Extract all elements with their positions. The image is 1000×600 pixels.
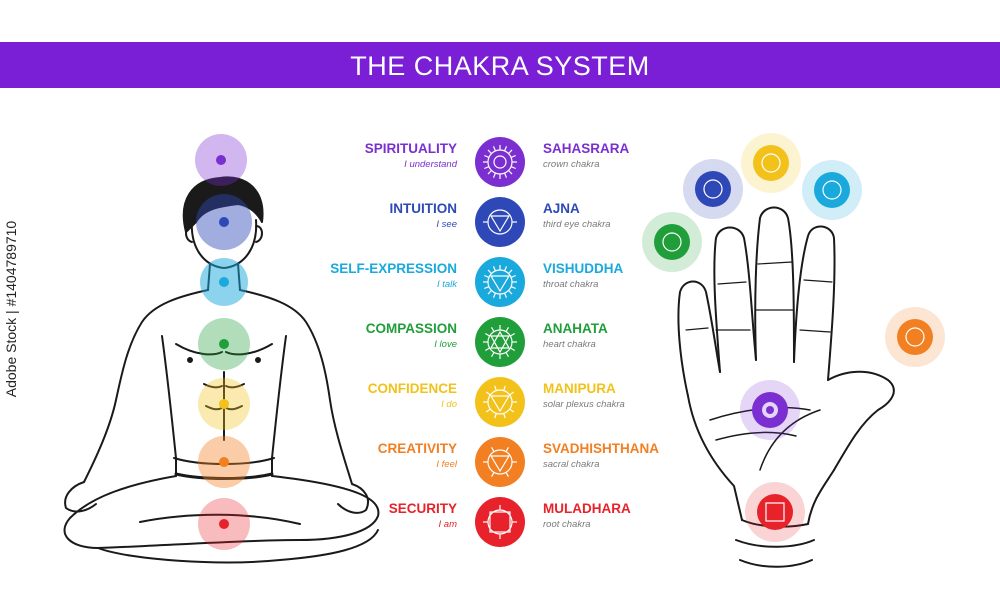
chakra-affirmation: I love [434, 339, 457, 350]
chakra-quality: COMPASSION [365, 321, 457, 336]
chakra-quality: CONFIDENCE [367, 381, 457, 396]
chakra-quality: SECURITY [388, 501, 457, 516]
chakra-quality: CREATIVITY [377, 441, 457, 456]
root-chakra-symbol-icon [474, 496, 526, 548]
chakra-name: ANAHATA [543, 321, 608, 336]
solar-plexus-chakra-symbol-icon [474, 376, 526, 428]
sacral-chakra-symbol-icon [474, 436, 526, 488]
chakra-type: throat chakra [543, 279, 599, 290]
chakra-type: root chakra [543, 519, 591, 530]
heart-chakra-symbol-icon [474, 316, 526, 368]
chakra-affirmation: I talk [436, 279, 457, 290]
chakra-type: third eye chakra [543, 219, 611, 230]
chakra-quality: SPIRITUALITY [364, 141, 457, 156]
chakra-name: VISHUDDHA [543, 261, 624, 276]
throat-chakra-symbol-icon [474, 256, 526, 308]
title-banner: THE CHAKRA SYSTEM [0, 42, 1000, 88]
chakra-affirmation: I feel [436, 459, 457, 470]
chakra-type: heart chakra [543, 339, 596, 350]
chakra-row-manipura: CONFIDENCE I do MANIPURA solar plexus ch… [0, 376, 1000, 436]
chakra-affirmation: I understand [404, 159, 457, 170]
chakra-affirmation: I do [441, 399, 457, 410]
chakra-quality: INTUITION [389, 201, 458, 216]
chakra-row-sahasrara: SPIRITUALITY I understand SAHASRARA crow… [0, 136, 1000, 196]
chakra-row-muladhara: SECURITY I am MULADHARA root chakra [0, 496, 1000, 556]
chakra-name: MULADHARA [543, 501, 631, 516]
chakra-row-svadhishthana: CREATIVITY I feel SVADHISHTHANA sacral c… [0, 436, 1000, 496]
chakra-type: solar plexus chakra [543, 399, 625, 410]
chakra-row-ajna: INTUITION I see AJNA third eye chakra [0, 196, 1000, 256]
chakra-type: sacral chakra [543, 459, 600, 470]
chakra-name: AJNA [543, 201, 580, 216]
chakra-row-vishuddha: SELF-EXPRESSION I talk VISHUDDHA throat … [0, 256, 1000, 316]
page-title: THE CHAKRA SYSTEM [350, 51, 650, 81]
chakra-affirmation: I am [438, 519, 457, 530]
chakra-affirmation: I see [436, 219, 457, 230]
chakra-name: SAHASRARA [543, 141, 630, 156]
chakra-name: MANIPURA [543, 381, 616, 396]
chakra-row-anahata: COMPASSION I love ANAHATA heart chakra [0, 316, 1000, 376]
chakra-type: crown chakra [543, 159, 600, 170]
chakra-name: SVADHISHTHANA [543, 441, 660, 456]
third-eye-chakra-symbol-icon [474, 196, 526, 248]
crown-chakra-symbol-icon [474, 136, 526, 188]
chakra-quality: SELF-EXPRESSION [330, 261, 457, 276]
